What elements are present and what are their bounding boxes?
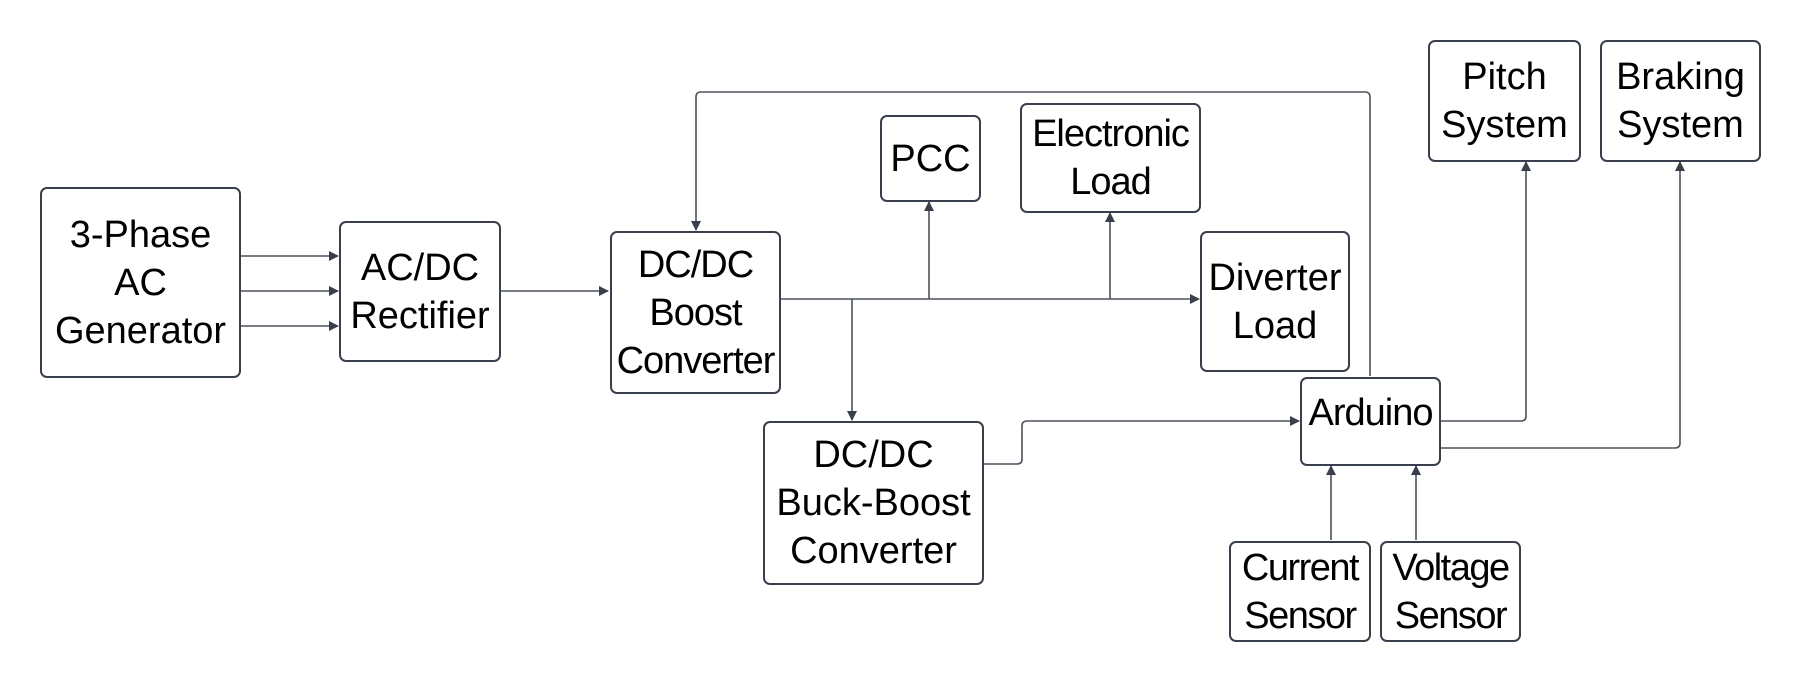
node-rectifier[interactable]: AC/DC Rectifier xyxy=(339,221,501,362)
node-voltage-sensor[interactable]: Voltage Sensor xyxy=(1380,541,1521,642)
node-electronic-load-label: Electronic Load xyxy=(1032,113,1190,203)
node-boost-converter[interactable]: DC/DC Boost Converter xyxy=(610,231,781,394)
node-buck-boost-converter-label: DC/DC Buck-Boost Converter xyxy=(776,434,971,572)
node-pitch-system-label: Pitch System xyxy=(1441,56,1568,146)
node-current-sensor[interactable]: Current Sensor xyxy=(1229,541,1371,642)
node-generator-label: 3-Phase AC Generator xyxy=(54,213,227,352)
node-pitch-system[interactable]: Pitch System xyxy=(1428,40,1581,162)
node-pcc-label: PCC xyxy=(890,137,971,180)
node-voltage-sensor-label: Voltage Sensor xyxy=(1392,546,1510,637)
node-boost-converter-label: DC/DC Boost Converter xyxy=(616,243,776,382)
connector-arduino-boost-feedback xyxy=(691,91,1371,376)
node-braking-system[interactable]: Braking System xyxy=(1600,40,1761,162)
node-buck-boost-converter[interactable]: DC/DC Buck-Boost Converter xyxy=(763,421,984,585)
node-braking-system-label: Braking System xyxy=(1616,56,1745,146)
node-current-sensor-label: Current Sensor xyxy=(1241,546,1360,637)
connector-arduino-braking xyxy=(1441,161,1685,449)
node-diverter-load-label: Diverter Load xyxy=(1208,256,1342,347)
node-electronic-load[interactable]: Electronic Load xyxy=(1020,103,1201,213)
node-arduino-label: Arduino xyxy=(1308,392,1434,434)
node-diverter-load[interactable]: Diverter Load xyxy=(1200,231,1350,372)
node-pcc[interactable]: PCC xyxy=(880,115,981,202)
connector-buck-boost-arduino xyxy=(984,416,1300,465)
node-rectifier-label: AC/DC Rectifier xyxy=(350,246,490,337)
node-generator[interactable]: 3-Phase AC Generator xyxy=(40,187,241,378)
node-arduino[interactable]: Arduino xyxy=(1300,377,1441,466)
connector-arduino-pitch xyxy=(1441,161,1531,422)
